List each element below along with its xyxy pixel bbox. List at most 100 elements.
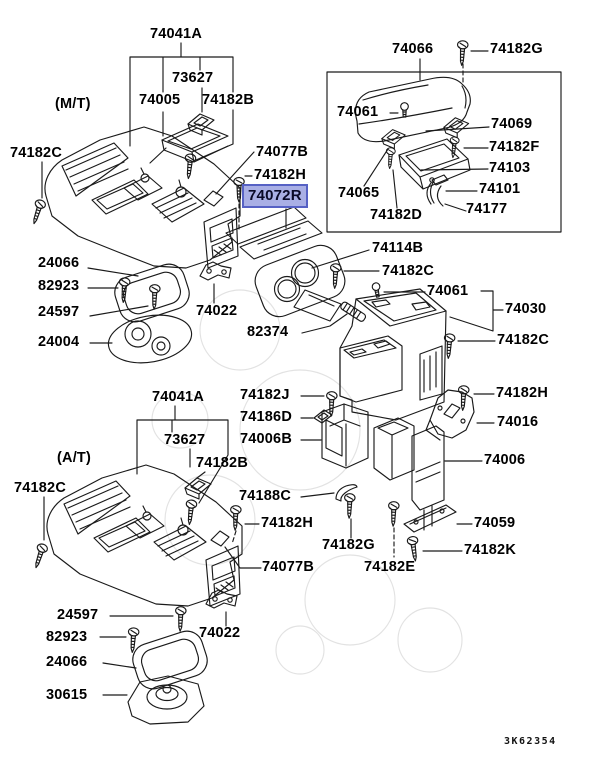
part-label-74188C[interactable]: 74188C: [239, 488, 291, 504]
screw-icon: [343, 492, 356, 519]
part-label-74041A-at[interactable]: 74041A: [152, 389, 204, 405]
part-label-82923-at[interactable]: 82923: [46, 629, 88, 645]
part-label-74182C-mt[interactable]: 74182C: [10, 145, 62, 161]
mt-trim-74072R: [225, 206, 323, 260]
screw-icon: [456, 384, 470, 412]
part-label-74059[interactable]: 74059: [474, 515, 516, 531]
part-label-74041A-mt[interactable]: 74041A: [150, 26, 202, 42]
part-label-74030[interactable]: 74030: [505, 301, 547, 317]
part-label-74182F[interactable]: 74182F: [489, 139, 540, 155]
at-console-body: [46, 464, 243, 607]
mt-clip-74077B: [203, 190, 224, 207]
part-label-24066-mt[interactable]: 24066: [38, 255, 80, 271]
part-label-74182H-mt[interactable]: 74182H: [254, 167, 306, 183]
part-label-24597-at[interactable]: 24597: [57, 607, 99, 623]
mt-gasket-24066: [110, 259, 194, 327]
part-label-74177[interactable]: 74177: [466, 201, 508, 217]
at-boot-30615: [127, 675, 205, 725]
screw-icon: [328, 262, 342, 290]
screw-icon: [182, 153, 197, 180]
part-label-74077B-mt[interactable]: 74077B: [256, 144, 308, 160]
leader-lines-dashed: [231, 63, 464, 558]
part-label-74182G-bottom[interactable]: 74182G: [322, 537, 375, 553]
part-label-82923-mt[interactable]: 82923: [38, 278, 80, 294]
part-label-74182J[interactable]: 74182J: [240, 387, 290, 403]
inset-armrest-drawing: [354, 39, 471, 207]
part-label-24597-mt[interactable]: 24597: [38, 304, 80, 320]
mt-console-body: [44, 126, 241, 269]
part-label-74182K[interactable]: 74182K: [464, 542, 516, 558]
part-label-74182B-mt[interactable]: 74182B: [202, 92, 254, 108]
mt-console-drawing: [28, 113, 323, 364]
pin-icon: [400, 102, 409, 118]
part-label-74061-center[interactable]: 74061: [427, 283, 469, 299]
part-label-74182B-at[interactable]: 74182B: [196, 455, 248, 471]
screw-icon: [455, 39, 469, 67]
screw-icon: [148, 283, 161, 310]
bin-74006B: [321, 403, 369, 469]
part-label-74182G-box[interactable]: 74182G: [490, 41, 543, 57]
transmission-type-at: (A/T): [57, 450, 92, 466]
part-label-74186D[interactable]: 74186D: [240, 409, 292, 425]
part-label-74182E[interactable]: 74182E: [364, 559, 416, 575]
part-label-74182C-right[interactable]: 74182C: [497, 332, 549, 348]
part-label-74005[interactable]: 74005: [139, 92, 181, 108]
part-label-74065[interactable]: 74065: [338, 185, 380, 201]
mt-clip-74182B: [187, 113, 215, 136]
part-label-74101[interactable]: 74101: [479, 181, 521, 197]
screw-icon: [387, 500, 400, 527]
screw-icon: [406, 535, 422, 563]
part-label-74066[interactable]: 74066: [392, 41, 434, 57]
part-label-74114B[interactable]: 74114B: [372, 240, 424, 256]
screw-icon: [28, 198, 48, 226]
part-label-74182C-at[interactable]: 74182C: [14, 480, 66, 496]
part-label-73627-at[interactable]: 73627: [164, 432, 206, 448]
part-label-74182C-center[interactable]: 74182C: [382, 263, 434, 279]
part-label-74077B-bottom[interactable]: 74077B: [262, 559, 314, 575]
mt-tray-74005: [161, 123, 229, 163]
highlighted-part-label-74072R[interactable]: 74072R: [242, 184, 308, 208]
part-label-74069[interactable]: 74069: [491, 116, 533, 132]
armrest-inset-box: [326, 71, 562, 233]
screw-icon: [174, 605, 187, 632]
screw-icon: [183, 499, 198, 526]
part-label-74103[interactable]: 74103: [489, 160, 531, 176]
bracket-74016: [425, 389, 475, 441]
part-label-74006B[interactable]: 74006B: [240, 431, 292, 447]
screw-icon: [447, 136, 460, 159]
rear-console-74030: [339, 288, 447, 421]
part-label-74182H-right[interactable]: 74182H: [496, 385, 548, 401]
transmission-type-mt: (M/T): [55, 96, 91, 112]
part-label-74022-mt[interactable]: 74022: [196, 303, 238, 319]
part-label-74182H-bottom-left[interactable]: 74182H: [261, 515, 313, 531]
part-label-74061-box[interactable]: 74061: [337, 104, 379, 120]
part-label-24066-at[interactable]: 24066: [46, 654, 88, 670]
background-watermark: [151, 289, 463, 675]
at-clip-74077B: [210, 530, 230, 547]
part-label-74016[interactable]: 74016: [497, 414, 539, 430]
screw-icon: [384, 146, 396, 170]
part-label-82374[interactable]: 82374: [247, 324, 289, 340]
screw-icon: [30, 542, 50, 570]
bin-74006: [373, 417, 445, 531]
part-label-30615[interactable]: 30615: [46, 687, 88, 703]
damper-82374: [340, 301, 367, 322]
part-label-74182D[interactable]: 74182D: [370, 207, 422, 223]
part-label-73627-mt[interactable]: 73627: [172, 70, 214, 86]
part-label-74022-at[interactable]: 74022: [199, 625, 241, 641]
screw-icon: [229, 504, 242, 531]
cup-holder-74114B: [254, 244, 346, 322]
drawing-code: 3K62354: [504, 736, 557, 747]
part-label-74006[interactable]: 74006: [484, 452, 526, 468]
rail-74059: [403, 504, 457, 533]
lock-rods-74101-74177: [426, 177, 444, 207]
leader-lines: [41, 42, 504, 696]
hook-74188C: [335, 484, 358, 502]
center-assembly-drawing: [229, 244, 475, 563]
tray-74103: [398, 138, 471, 190]
armrest-74066: [354, 76, 471, 143]
part-label-24004[interactable]: 24004: [38, 334, 80, 350]
mt-plate-24004: [107, 314, 193, 364]
